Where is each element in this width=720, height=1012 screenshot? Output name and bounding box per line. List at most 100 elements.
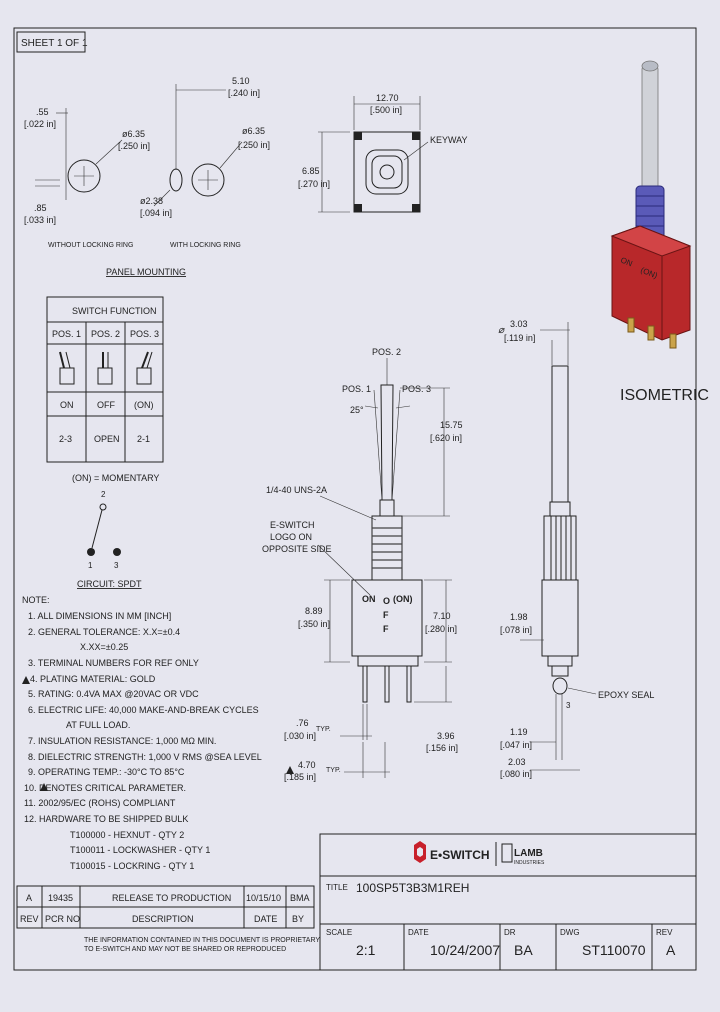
sv-dia-symbol: ⌀	[498, 325, 505, 336]
note-9: 9. OPERATING TEMP.: -30°C TO 85°C	[28, 767, 185, 777]
switch-function-table: SWITCH FUNCTION POS. 1 POS. 2 POS. 3 ON …	[46, 296, 164, 483]
note-12c: T100015 - LOCKRING - QTY 1	[70, 861, 194, 871]
sf-circuit-1: 2-3	[59, 434, 72, 444]
confidential-1: THE INFORMATION CONTAINED IN THIS DOCUME…	[84, 937, 320, 944]
sf-mode-3: (ON)	[134, 400, 154, 410]
dwg-label: DWG	[560, 928, 580, 937]
rev-row-date: 10/15/10	[246, 893, 281, 903]
note-2: 2. GENERAL TOLERANCE: X.X=±0.4	[28, 627, 180, 637]
fv-pos2: POS. 2	[372, 347, 401, 357]
note-11: 11. 2002/95/EC (ROHS) COMPLIANT	[24, 798, 176, 808]
sf-title: SWITCH FUNCTION	[72, 306, 157, 316]
svg-text:INDUSTRIES: INDUSTRIES	[514, 860, 545, 866]
rev-header-rev: REV	[20, 914, 39, 924]
front-view: POS. 2 POS. 1 POS. 3 25° ON (ON) O F F 1…	[262, 347, 463, 782]
fv-dim-pitch-in: [.185 in]	[284, 772, 316, 782]
dwg-value: ST110070	[582, 942, 646, 958]
fv-dim-lever: 15.75	[440, 420, 463, 430]
sv-body	[541, 579, 579, 657]
sv-d3: 2.03	[508, 757, 526, 767]
fv-pos1: POS. 1	[342, 384, 371, 394]
tv-width-in: [.500 in]	[370, 105, 402, 115]
pm-dim-b: .85	[34, 203, 47, 213]
note-10: 10. DENOTES CRITICAL PARAMETER.	[24, 783, 186, 793]
rev-row-rev: A	[26, 893, 32, 903]
side-view: ⌀ 3.03 [.119 in] 3 EPOXY SEAL 1.98 [.078…	[498, 319, 654, 779]
rev-row-desc: RELEASE TO PRODUCTION	[112, 893, 231, 903]
sv-term: 3	[566, 701, 571, 710]
sf-circuit-3: 2-1	[137, 434, 150, 444]
note-1: 1. ALL DIMENSIONS IN MM [INCH]	[28, 611, 171, 621]
note-12b: T100011 - LOCKWASHER - QTY 1	[70, 845, 210, 855]
pm-dim-b-in: [.033 in]	[24, 215, 56, 225]
fv-body-on: ON	[362, 594, 376, 604]
fv-dim-pitch-typ: TYP.	[326, 767, 341, 774]
fv-angle: 25°	[350, 405, 364, 415]
rev-header-date: DATE	[254, 914, 277, 924]
fv-body-off-f1: F	[383, 610, 389, 620]
tv-keyway: KEYWAY	[430, 135, 468, 145]
sv-d2-in: [.047 in]	[500, 740, 532, 750]
fv-pos3: POS. 3	[402, 384, 431, 394]
circuit-t1: 1	[88, 561, 93, 570]
sv-lever	[551, 365, 569, 503]
pm-hole-no-ring	[67, 159, 101, 193]
pm-ring-slot	[169, 168, 183, 192]
pm-dim-w-in: [.240 in]	[228, 88, 260, 98]
title-label: TITLE	[326, 883, 348, 892]
pm-dim-w: 5.10	[232, 76, 250, 86]
note-2b: X.XX=±0.25	[80, 642, 128, 652]
notes-block: NOTE: 1. ALL DIMENSIONS IN MM [INCH] 2. …	[22, 595, 262, 871]
note-4: 4. PLATING MATERIAL: GOLD	[30, 674, 156, 684]
dr-value: BA	[514, 942, 533, 958]
note-3: 3. TERMINAL NUMBERS FOR REF ONLY	[28, 658, 199, 668]
fv-dim-lever-in: [.620 in]	[430, 433, 462, 443]
note-8: 8. DIELECTRIC STRENGTH: 1,000 V RMS @SEA…	[28, 752, 262, 762]
fv-logo-2: LOGO ON	[270, 532, 312, 542]
sf-header-3: POS. 3	[130, 329, 159, 339]
pm-caption-ring: WITH LOCKING RING	[170, 242, 241, 249]
rev-value: A	[666, 942, 676, 958]
sv-epoxy-label: EPOXY SEAL	[598, 690, 654, 700]
revision-table: A 19435 RELEASE TO PRODUCTION 10/15/10 B…	[16, 885, 320, 953]
iso-on-text: ON	[619, 256, 634, 269]
note-7: 7. INSULATION RESISTANCE: 1,000 MΩ MIN.	[28, 736, 216, 746]
notes-title: NOTE:	[22, 595, 50, 605]
circuit-title: CIRCUIT: SPDT	[77, 579, 142, 589]
rev-header-pcr: PCR NO	[45, 914, 80, 924]
pm-dim-a: .55	[36, 107, 49, 117]
sf-mode-1: ON	[60, 400, 74, 410]
tv-height-in: [.270 in]	[298, 179, 330, 189]
scale-label: SCALE	[326, 928, 352, 937]
date-value: 10/24/2007	[430, 942, 500, 958]
pm-dia-no-ring: ø6.35	[122, 129, 145, 139]
lamb-logo: LAMB INDUSTRIES	[501, 843, 545, 866]
sf-mode-2: OFF	[97, 400, 115, 410]
note-12: 12. HARDWARE TO BE SHIPPED BULK	[24, 814, 188, 824]
sv-d1: 1.98	[510, 612, 528, 622]
note-6: 6. ELECTRIC LIFE: 40,000 MAKE-AND-BREAK …	[28, 705, 259, 715]
note-5: 5. RATING: 0.4VA MAX @20VAC OR VDC	[28, 689, 199, 699]
fv-logo-1: E-SWITCH	[270, 520, 315, 530]
rev-header-desc: DESCRIPTION	[132, 914, 194, 924]
eswitch-logo	[414, 841, 426, 863]
confidential-2: TO E-SWITCH AND MAY NOT BE SHARED OR REP…	[84, 946, 286, 953]
rev-row-pcr: 19435	[48, 893, 73, 903]
svg-text:LAMB: LAMB	[514, 848, 543, 859]
fv-dim-body-right-in: [.280 in]	[425, 624, 457, 634]
title-block: E•SWITCH LAMB INDUSTRIES TITLE 100SP5T3B…	[319, 833, 697, 971]
fv-dim-pin-in: [.030 in]	[284, 731, 316, 741]
rev-label: REV	[656, 928, 673, 937]
sf-header-1: POS. 1	[52, 329, 81, 339]
fv-body-mom: (ON)	[393, 594, 413, 604]
fv-thread: 1/4-40 UNS-2A	[266, 485, 327, 495]
sv-d2: 1.19	[510, 727, 528, 737]
rev-header-by: BY	[292, 914, 304, 924]
rev-row-by: BMA	[290, 893, 310, 903]
pm-title: PANEL MOUNTING	[106, 267, 186, 277]
pm-dim-a-in: [.022 in]	[24, 119, 56, 129]
tv-body	[353, 131, 421, 213]
fv-bushing	[371, 515, 403, 581]
panel-mounting-view: .55 [.022 in] ø6.35 [.250 in] .85 [.033 …	[24, 76, 270, 277]
